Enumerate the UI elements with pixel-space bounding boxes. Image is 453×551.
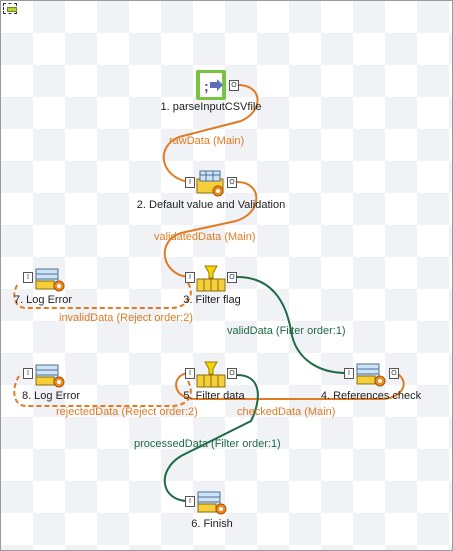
port-out-filter-flag[interactable]: O <box>227 272 237 283</box>
port-in-filter-flag[interactable]: I <box>185 272 195 283</box>
link-label-checkeddata[interactable]: checkedData (Main) <box>237 406 336 418</box>
port-in-filter-data[interactable]: I <box>185 368 195 379</box>
palette-toggle-icon[interactable] <box>3 3 17 14</box>
port-in-finish[interactable]: I <box>185 496 195 507</box>
link-processeddata <box>163 374 259 502</box>
port-out-parse[interactable]: O <box>229 80 239 91</box>
label-parse: 1. parseInputCSVfile <box>160 101 262 113</box>
port-out-filter-data[interactable]: O <box>227 368 237 379</box>
label-log-error-8: 8. Log Error <box>21 390 81 402</box>
component-log-error-7[interactable] <box>34 265 66 293</box>
component-finish[interactable] <box>196 488 228 516</box>
component-filter-flag[interactable] <box>196 265 226 293</box>
component-parse-input-csv[interactable]: ; <box>195 69 227 101</box>
link-rawdata <box>162 84 259 183</box>
label-finish: 6. Finish <box>191 518 233 530</box>
link-label-rawdata[interactable]: rawData (Main) <box>169 135 245 147</box>
funnel-filter-icon <box>196 265 226 292</box>
label-filter-data: 5. Filter data <box>183 390 245 402</box>
label-log-error-7: 7. Log Error <box>13 294 73 306</box>
component-filter-data[interactable] <box>196 361 226 389</box>
port-in-validate[interactable]: I <box>185 177 195 188</box>
link-label-validateddata[interactable]: validatedData (Main) <box>154 231 256 243</box>
link-invaliddata <box>13 282 192 309</box>
log-folder-gear-icon <box>356 363 386 387</box>
link-checkeddata <box>175 372 405 400</box>
log-folder-gear-icon <box>35 364 65 388</box>
svg-text:;: ; <box>204 78 209 94</box>
map-gear-icon <box>196 170 224 197</box>
link-label-invaliddata[interactable]: invalidData (Reject order:2) <box>59 312 193 324</box>
log-folder-gear-icon <box>197 491 227 515</box>
port-out-references[interactable]: O <box>389 368 399 379</box>
funnel-filter-icon <box>196 361 226 388</box>
link-label-rejecteddata[interactable]: rejectedData (Reject order:2) <box>56 406 198 418</box>
component-default-value-validation[interactable] <box>196 169 226 197</box>
port-in-references[interactable]: I <box>344 368 354 379</box>
label-references: 4. References check <box>320 390 422 402</box>
link-label-processeddata[interactable]: processedData (Filter order:1) <box>134 438 281 450</box>
label-filter-flag: 3. Filter flag <box>183 294 241 306</box>
link-validateddata <box>163 181 258 278</box>
link-label-validdata[interactable]: validData (Filter order:1) <box>227 325 346 337</box>
port-in-log-error-8[interactable]: I <box>23 368 33 379</box>
label-validate: 2. Default value and Validation <box>136 199 286 211</box>
csv-parse-icon: ; <box>196 70 226 100</box>
port-out-validate[interactable]: O <box>227 177 237 188</box>
component-references-check[interactable] <box>355 360 387 388</box>
log-folder-gear-icon <box>35 268 65 292</box>
component-log-error-8[interactable] <box>34 361 66 389</box>
port-in-log-error-7[interactable]: I <box>23 272 33 283</box>
link-validdata <box>236 276 347 374</box>
